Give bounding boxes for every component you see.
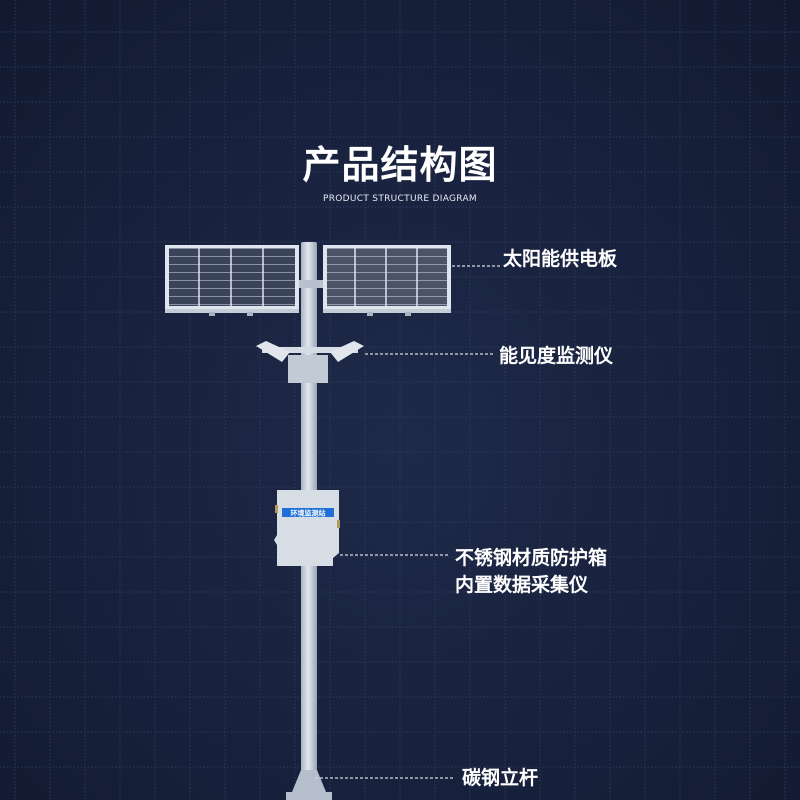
label-enclosure-line2: 内置数据采集仪 xyxy=(455,574,589,596)
enclosure-sign-text: 环境监测站 xyxy=(291,509,326,518)
panel-bracket xyxy=(294,280,326,288)
page-title: 产品结构图 xyxy=(302,143,498,187)
label-pole: 碳钢立杆 xyxy=(462,767,539,789)
visibility-sensor xyxy=(256,341,364,383)
pole-base xyxy=(286,770,332,800)
solar-panel-right xyxy=(323,245,451,316)
enclosure-box: 环境监测站 xyxy=(274,490,340,566)
solar-panel-left xyxy=(165,245,299,316)
label-solar-panel: 太阳能供电板 xyxy=(503,248,618,270)
label-enclosure-line1: 不锈钢材质防护箱 xyxy=(455,547,608,569)
page-subtitle: PRODUCT STRUCTURE DIAGRAM xyxy=(322,194,477,204)
label-visibility-sensor: 能见度监测仪 xyxy=(499,345,614,367)
